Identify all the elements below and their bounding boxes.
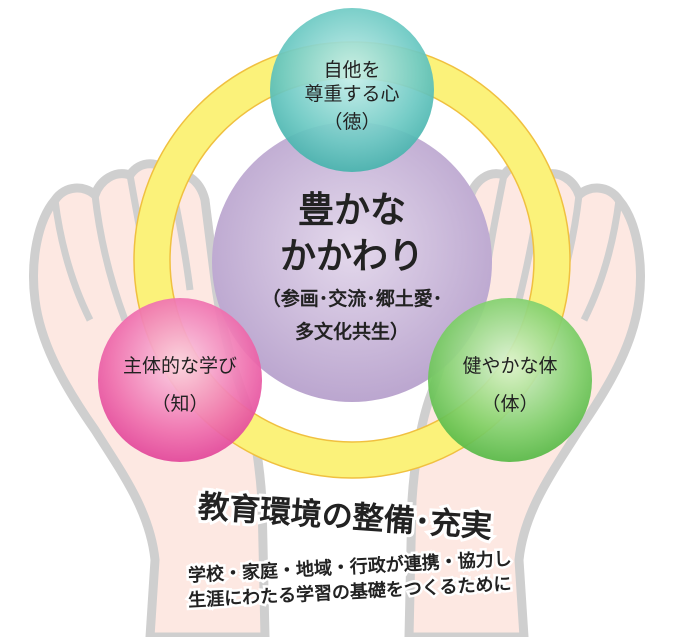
center-sub-line2: 多文化共生） [295,320,409,343]
left-circle-line2: （知） [151,393,208,415]
center-sub-line1: （参画･交流･郷土愛･ [262,287,443,310]
top-circle [270,8,434,172]
center-title-line1: 豊かな [298,190,406,231]
left-circle-line1: 主体的な学び [123,355,237,377]
right-circle-line1: 健やかな体 [462,355,557,377]
center-title-line2: かかわり [280,236,424,277]
right-circle-line2: （体） [481,393,538,415]
top-circle-line2: 尊重する心 [304,83,399,105]
center-circle [212,122,492,402]
top-circle-line3: （徳） [323,111,380,133]
right-circle [428,298,592,462]
left-circle [98,298,262,462]
top-circle-line1: 自他を [323,59,380,81]
